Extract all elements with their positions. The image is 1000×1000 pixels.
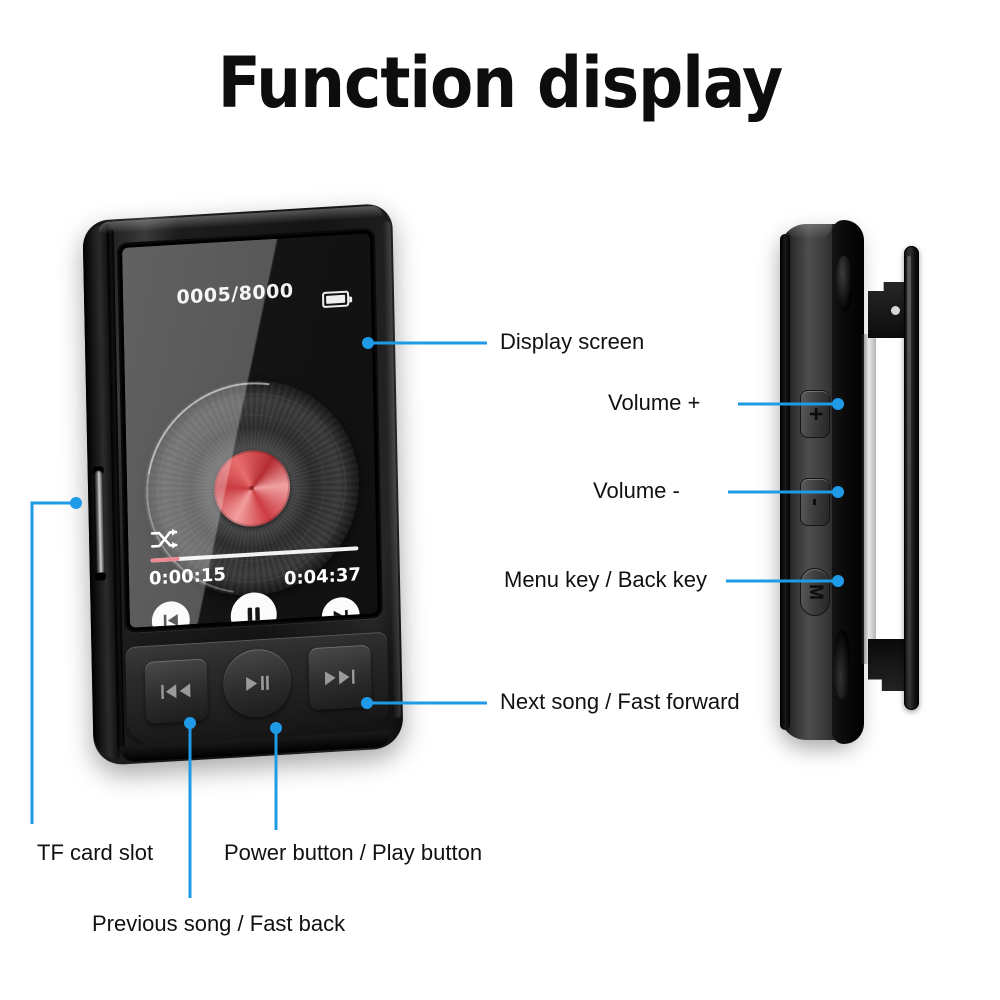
volume-up-button[interactable]: + — [800, 390, 830, 438]
volume-up-glyph: + — [801, 406, 829, 422]
label-volume-up: Volume + — [608, 390, 701, 415]
page-title: Function display — [217, 42, 783, 124]
skip-previous-icon[interactable] — [151, 600, 191, 628]
leader-tf-card-slot — [30, 501, 76, 824]
label-tf-card-slot: TF card slot — [37, 840, 154, 865]
hardware-button-panel — [125, 631, 390, 752]
battery-full-icon — [321, 290, 350, 309]
side-upper-recess — [836, 256, 852, 312]
label-menu-back: Menu key / Back key — [504, 567, 707, 592]
time-total: 0:04:37 — [283, 564, 362, 590]
screen-bezel: 0005/8000 — [116, 227, 383, 634]
display-screen[interactable]: 0005/8000 — [122, 233, 378, 628]
back-clip-highlight — [907, 256, 911, 696]
device-front-view: 0005/8000 — [82, 202, 404, 767]
shuffle-icon[interactable] — [150, 527, 178, 553]
clip-metal-plate — [864, 334, 876, 664]
leader-dot-tf-card-slot — [70, 497, 82, 509]
previous-button[interactable] — [144, 658, 208, 725]
pause-icon[interactable] — [230, 591, 278, 628]
device-side-view: + - M — [772, 210, 947, 755]
battery-fill — [326, 294, 346, 304]
menu-back-button[interactable]: M — [800, 568, 830, 616]
next-button[interactable] — [308, 644, 372, 711]
side-lower-recess — [834, 629, 850, 699]
label-display-screen: Display screen — [500, 329, 645, 354]
volume-down-glyph: - — [802, 498, 829, 506]
back-clip[interactable] — [904, 246, 919, 710]
label-next-song: Next song / Fast forward — [500, 689, 740, 714]
label-power-play: Power button / Play button — [224, 840, 483, 865]
play-pause-button[interactable] — [222, 647, 292, 720]
tf-slot-cap-bottom — [94, 572, 106, 581]
clip-hinge-hole — [891, 306, 900, 315]
label-previous-song: Previous song / Fast back — [92, 911, 346, 936]
label-volume-down: Volume - — [593, 478, 680, 503]
volume-down-button[interactable]: - — [800, 478, 830, 526]
clip-plate-edge — [860, 334, 865, 664]
vinyl-spindle-hole — [249, 485, 255, 491]
menu-back-glyph: M — [804, 584, 826, 600]
side-top-highlight — [786, 213, 832, 239]
side-front-rail — [780, 234, 790, 730]
